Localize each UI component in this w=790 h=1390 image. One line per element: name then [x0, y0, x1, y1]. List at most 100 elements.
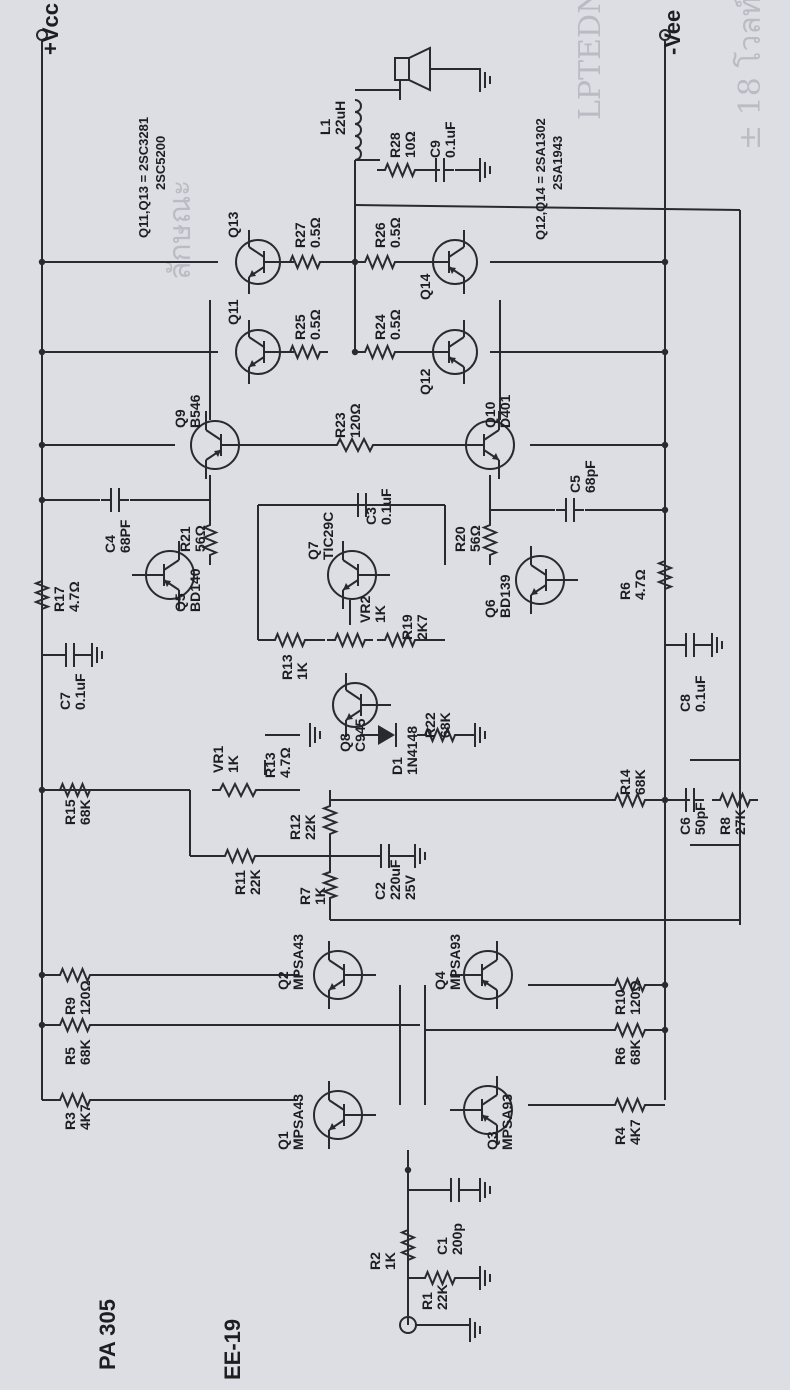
- part-ref-r7: R7: [297, 887, 313, 905]
- part-ref-r14: R14: [617, 769, 633, 795]
- part-ref-q12: Q12: [417, 368, 433, 395]
- resistor: [377, 631, 423, 649]
- vcc-terminal: [36, 29, 48, 41]
- part-value-c4: 68PF: [117, 519, 133, 553]
- note-pnp-alt: 2SA1943: [550, 136, 565, 190]
- part-value-vr2: 1K: [372, 605, 388, 623]
- bg-text: ± 18 โวลท์: [732, 0, 768, 150]
- part-value-r6a: 68K: [627, 1039, 643, 1065]
- part-ref-r22: R22: [422, 712, 438, 738]
- part-ref-c5: C5: [567, 475, 583, 493]
- part-value-r2: 1K: [382, 1252, 398, 1270]
- part-value-r7: 1K: [312, 887, 328, 905]
- resistor: [52, 966, 98, 984]
- transistor-icon: [515, 546, 578, 614]
- resistor: [267, 631, 313, 649]
- part-value-q8: C945: [352, 718, 368, 752]
- part-value-c8: 0.1uF: [692, 675, 708, 712]
- part-ref-q4: Q4: [432, 971, 448, 990]
- ground-icon: [91, 643, 103, 667]
- part-value-r26: 0.5Ω: [387, 217, 403, 248]
- part-ref-r21: R21: [177, 526, 193, 552]
- inductor: [354, 99, 362, 161]
- resistor: [357, 253, 403, 271]
- ground-icon: [479, 1178, 491, 1202]
- input-jack: [399, 1316, 417, 1334]
- part-ref-l1: L1: [317, 118, 333, 135]
- resistor: [321, 798, 339, 842]
- part-ref-q8: Q8: [337, 733, 353, 752]
- part-ref-c6: C6: [677, 817, 693, 835]
- potentiometer: [212, 781, 264, 799]
- part-ref-r19: R19: [399, 614, 415, 640]
- part-ref-r8: R8: [717, 817, 733, 835]
- capacitor: [441, 1178, 469, 1202]
- part-ref-c9: C9: [427, 140, 443, 158]
- transistor-icon: [450, 941, 513, 1009]
- part-value-r21: 56Ω: [192, 525, 208, 552]
- part-value-q7: TIC29C: [320, 512, 336, 560]
- part-ref-r6a: R6: [612, 1047, 628, 1065]
- part-ref-q11: Q11: [225, 299, 241, 325]
- ground-icon: [309, 723, 321, 747]
- part-value-r25: 0.5Ω: [307, 309, 323, 340]
- part-ref-vr2: VR2: [357, 596, 373, 623]
- part-value-c5: 68pF: [582, 460, 598, 493]
- ground-icon: [479, 1266, 491, 1290]
- part-value-r19: 2K7: [414, 614, 430, 640]
- part-value-c2: 25V: [402, 874, 418, 900]
- part-ref-r15: R15: [62, 799, 78, 825]
- part-ref-r25: R25: [292, 314, 308, 340]
- part-ref-r28: R28: [387, 132, 403, 158]
- transistor-icon: [132, 541, 195, 609]
- resistor: [417, 726, 463, 744]
- part-value-q6: BD139: [497, 574, 513, 618]
- part-value-r3: 4K7: [77, 1104, 93, 1130]
- part-value-r13b: 1K: [294, 662, 310, 680]
- bg-text: ลักษณะ: [163, 180, 198, 280]
- part-ref-vr1: VR1: [210, 746, 226, 773]
- resistor: [712, 791, 758, 809]
- resistor: [607, 976, 653, 994]
- part-value-r20: 56Ω: [467, 525, 483, 552]
- part-ref-q2: Q2: [275, 971, 291, 990]
- part-ref-r26: R26: [372, 222, 388, 248]
- part-value-c2: 220uF: [387, 859, 403, 900]
- capacitor: [426, 158, 454, 182]
- transistor-icon: [419, 320, 478, 384]
- transistor-icon: [452, 411, 515, 479]
- part-value-r24: 0.5Ω: [387, 309, 403, 340]
- capacitor: [371, 844, 399, 868]
- resistor: [377, 161, 423, 179]
- part-value-c1: 200p: [449, 1223, 465, 1255]
- part-ref-r13b: R13: [279, 654, 295, 680]
- part-value-r5: 68K: [77, 1039, 93, 1065]
- part-ref-q1: Q1: [275, 1131, 291, 1150]
- vee-label: -Vee: [660, 10, 685, 55]
- part-ref-r24: R24: [372, 314, 388, 340]
- part-ref-c3: C3: [363, 507, 379, 525]
- capacitor: [676, 633, 704, 657]
- part-ref-q7: Q7: [305, 541, 321, 560]
- part-ref-r10: R10: [612, 989, 628, 1015]
- ground-icon: [474, 723, 486, 747]
- transistor-icon: [450, 1076, 513, 1144]
- speaker-icon: [394, 46, 431, 92]
- part-value-r10: 120Ω: [627, 980, 643, 1015]
- capacitor: [676, 788, 704, 812]
- resistor: [33, 573, 51, 617]
- part-value-r28: 10Ω: [402, 131, 418, 158]
- resistor: [607, 1021, 653, 1039]
- part-value-q4: MPSA93: [447, 934, 463, 990]
- ground-icon: [469, 1318, 481, 1342]
- part-value-c6: 50pF: [692, 802, 708, 835]
- part-ref-q6: Q6: [482, 599, 498, 618]
- part-ref-d1: D1: [389, 757, 405, 775]
- part-ref-c7: C7: [57, 692, 73, 710]
- part-value-q3: MPSA93: [499, 1094, 515, 1150]
- part-value-d1: 1N4148: [404, 726, 420, 775]
- part-ref-r11: R11: [232, 870, 248, 895]
- part-value-c7: 0.1uF: [72, 673, 88, 710]
- vee-terminal: [659, 29, 671, 41]
